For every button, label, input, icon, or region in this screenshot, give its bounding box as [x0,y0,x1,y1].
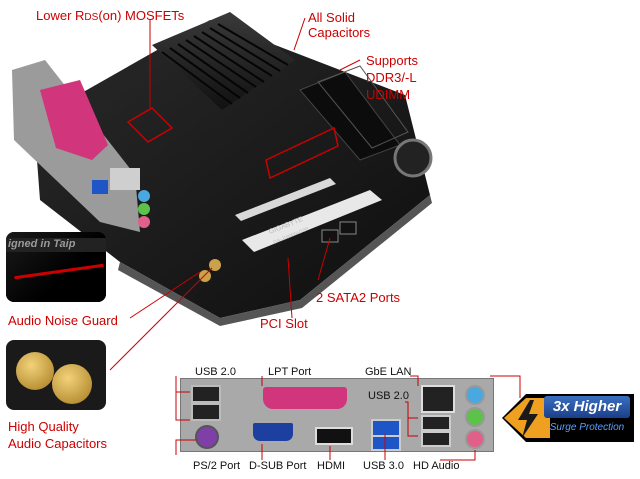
noise-guard-thumbnail: igned in Taip [6,232,106,302]
lightning-icon [518,400,538,438]
mosfet-highlight [126,107,174,143]
noise-guard-print: igned in Taip [6,238,106,252]
io-label-usb20-right: USB 2.0 [368,390,409,402]
all-solid-caps-line1: All Solid [308,10,355,25]
audio-caps-thumbnail [6,340,106,410]
mosfet-label-a: Lower R [36,8,85,23]
io-label-gbe: GbE LAN [365,366,412,378]
pcie-slot [235,178,336,221]
io-label-ps2: PS/2 Port [193,460,241,472]
board-audio-jack-green [138,203,150,215]
io-label-usb20-left: USB 2.0 [195,366,236,378]
io-label-dsub: D-SUB Port [249,460,307,472]
ddr3-line1: Supports [366,53,419,68]
badge-subtitle: Surge Protection [549,422,625,433]
audio-caps-label: High Quality Audio Capacitors [8,418,107,452]
io-audio-mic-in [465,429,485,449]
ddr3-line3: UDIMM [366,87,411,102]
io-dsub-port [253,423,293,441]
ddr3-label: Supports DDR3/-L UDIMM [366,52,418,103]
sata-label: 2 SATA2 Ports [316,290,401,305]
io-hdmi-port [315,427,353,445]
io-usb20-right-bottom [421,431,451,447]
io-ps2-port [195,425,219,449]
board-audio-jack-pink [138,216,150,228]
sata-port [321,229,339,243]
board-cmos-battery [393,138,433,178]
audio-caps-line1: High Quality [8,419,79,434]
io-label-hdmi: HDMI [317,460,346,472]
io-label-usb30: USB 3.0 [363,460,404,472]
gold-capacitor-2 [52,364,92,404]
io-panel [180,378,494,452]
io-lpt-port [263,387,347,409]
board-audio-cap [199,270,211,282]
io-label-lpt: LPT Port [268,366,312,378]
heatsink-fins [161,23,289,105]
ddr3-line2: DDR3/-L [366,70,417,85]
callout-lines [109,17,361,371]
io-lan-port [421,385,455,413]
io-usb20-port-bottom [191,403,221,421]
io-audio-line-out [465,407,485,427]
io-label-hdaudio: HD Audio [413,460,460,472]
badge-title: 3x Higher [544,396,630,418]
surge-protection-badge: 3x Higher Surge Protection [500,392,634,444]
io-usb30-port-2 [371,435,401,451]
io-usb20-port-top [191,385,221,403]
mosfet-label: Lower RDS(on) MOSFETs [36,8,184,25]
mosfet-label-b: DS [84,12,99,23]
board-usb-port [92,180,108,194]
io-usb20-right-top [421,415,451,431]
io-audio-line-in [465,385,485,405]
gold-capacitor-1 [16,352,54,390]
all-solid-caps-line2: Capacitors [308,25,371,40]
board-lan-port [110,168,140,190]
mosfet-label-c: (on) MOSFETs [98,8,185,23]
dimm-slot-2 [317,65,409,149]
sata-port [339,221,357,235]
all-solid-caps-label: All Solid Capacitors [308,10,370,40]
sata-highlight [265,126,339,180]
heatsink [152,12,295,110]
pci-slot-label: PCI Slot [260,316,308,331]
pci-slot [242,190,382,252]
audio-noise-guard-label: Audio Noise Guard [8,313,118,328]
board-audio-jack-blue [138,190,150,202]
audio-caps-line2: Audio Capacitors [8,436,107,451]
board-lpt-port [40,80,108,160]
